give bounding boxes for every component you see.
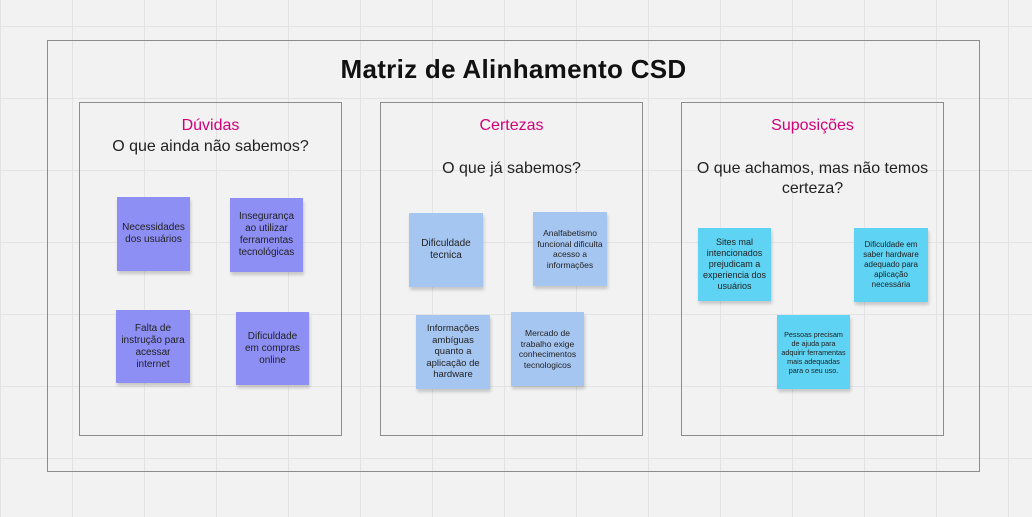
column-subtitle-duvidas: O que ainda não sabemos? bbox=[112, 138, 309, 155]
sticky-note[interactable]: Dificuldade tecnica bbox=[409, 213, 483, 287]
sticky-note[interactable]: Pessoas precisam de ajuda para adquirir … bbox=[777, 315, 850, 389]
sticky-note-text: Insegurança ao utilizar ferramentas tecn… bbox=[238, 211, 295, 258]
column-subtitle-certezas: O que já sabemos? bbox=[442, 160, 581, 177]
column-title-suposicoes: Suposições bbox=[771, 117, 854, 134]
column-title-certezas: Certezas bbox=[479, 117, 544, 134]
board-title: Matriz de Alinhamento CSD bbox=[340, 54, 687, 84]
column-subtitle-suposicoes: O que achamos, mas não temos certeza? bbox=[696, 160, 929, 197]
sticky-note-text: Dificuldade tecnica bbox=[421, 238, 471, 261]
sticky-note[interactable]: Sites mal intencionados prejudicam a exp… bbox=[698, 228, 771, 301]
sticky-note-text: Mercado de trabalho exige conhecimentos … bbox=[518, 328, 577, 370]
sticky-note[interactable]: Insegurança ao utilizar ferramentas tecn… bbox=[230, 198, 303, 272]
sticky-note-text: Informações ambíguas quanto a aplicação … bbox=[426, 323, 480, 381]
sticky-note-text: Falta de instrução para acessar internet bbox=[121, 322, 185, 370]
column-certezas[interactable] bbox=[380, 102, 643, 436]
sticky-note-text: Sites mal intencionados prejudicam a exp… bbox=[702, 237, 767, 291]
sticky-note[interactable]: Mercado de trabalho exige conhecimentos … bbox=[511, 312, 584, 386]
sticky-note-text: Dificuldade em saber hardware adequado p… bbox=[863, 240, 919, 289]
sticky-note[interactable]: Dificuldade em saber hardware adequado p… bbox=[854, 228, 928, 302]
sticky-note-text: Dificuldade em compras online bbox=[244, 330, 300, 366]
csd-matrix-frame[interactable] bbox=[47, 40, 980, 472]
sticky-note[interactable]: Falta de instrução para acessar internet bbox=[116, 310, 190, 383]
column-suposicoes[interactable] bbox=[681, 102, 944, 436]
sticky-note[interactable]: Analfabetismo funcional dificulta acesso… bbox=[533, 212, 607, 286]
sticky-note-text: Necessidades dos usuários bbox=[122, 222, 185, 245]
sticky-note[interactable]: Necessidades dos usuários bbox=[117, 197, 190, 271]
column-title-duvidas: Dúvidas bbox=[181, 117, 240, 134]
sticky-note-text: Analfabetismo funcional dificulta acesso… bbox=[537, 228, 603, 270]
sticky-note[interactable]: Dificuldade em compras online bbox=[236, 312, 309, 385]
sticky-note[interactable]: Informações ambíguas quanto a aplicação … bbox=[416, 315, 490, 389]
sticky-note-text: Pessoas precisam de ajuda para adquirir … bbox=[781, 329, 846, 375]
column-duvidas[interactable] bbox=[79, 102, 342, 436]
